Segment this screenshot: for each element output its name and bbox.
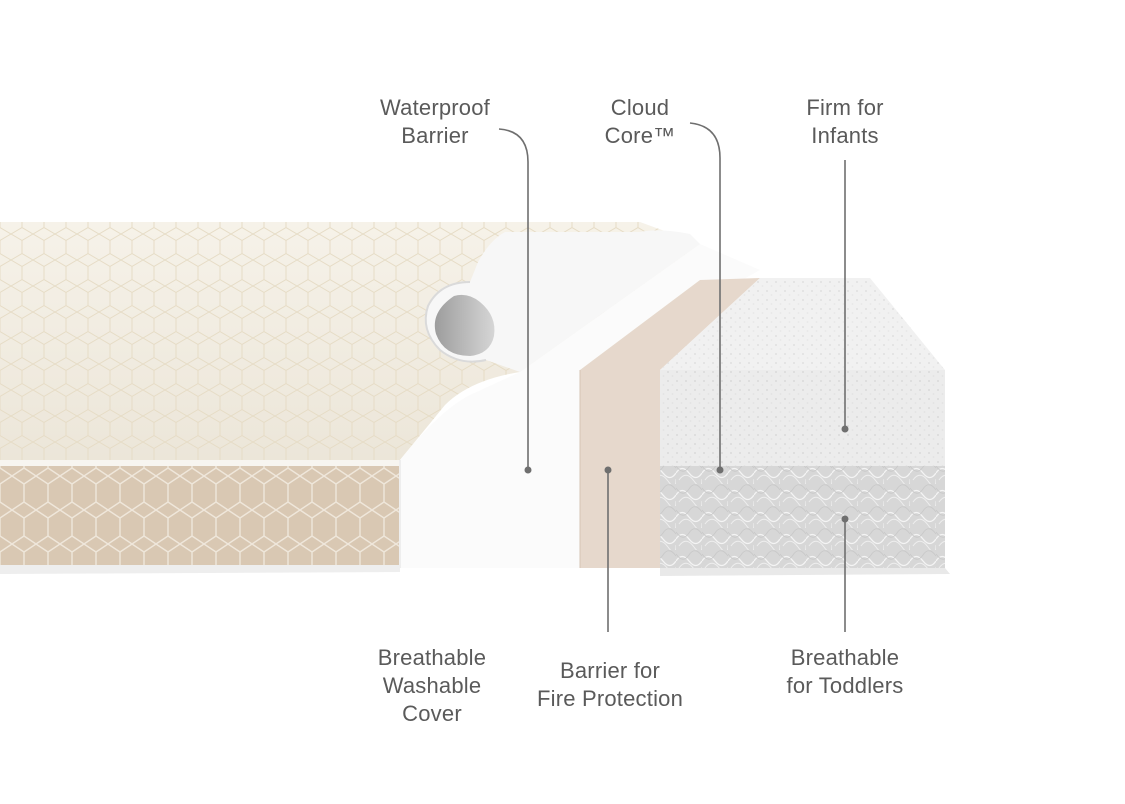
dot-fire-protection [604, 466, 612, 474]
label-cloud-core-line1: Cloud [610, 95, 670, 120]
label-waterproof-barrier-line2: Barrier [401, 123, 469, 148]
peeled-cover-roll [424, 230, 700, 372]
label-firm-for-infants: Firm for Infants [770, 94, 920, 150]
label-fire-protection-line2: Fire Protection [536, 686, 684, 711]
foam-top-surface [660, 278, 945, 370]
label-breathable-washable-cover: Breathable Washable Cover [352, 644, 512, 728]
label-waterproof-barrier: Waterproof Barrier [360, 94, 510, 150]
label-washable-cover-line2: Washable [382, 673, 482, 698]
label-washable-cover-line3: Cover [402, 701, 462, 726]
firm-foam-layer [660, 370, 945, 466]
leader-cloud-core [689, 122, 721, 468]
label-fire-protection-line1: Barrier for [560, 658, 660, 683]
breathable-fiber-core [660, 466, 950, 576]
label-washable-cover-line1: Breathable [377, 645, 487, 670]
label-breathable-toddlers-line1: Breathable [790, 645, 900, 670]
label-firm-for-infants-line1: Firm for [806, 95, 884, 120]
label-barrier-fire-protection: Barrier for Fire Protection [515, 657, 705, 713]
leader-dots [524, 425, 849, 523]
label-waterproof-barrier-line1: Waterproof [379, 95, 490, 120]
label-breathable-for-toddlers: Breathable for Toddlers [765, 644, 925, 700]
dot-cloud-core [716, 466, 724, 474]
label-cloud-core-line2: Core™ [604, 123, 676, 148]
dot-waterproof-barrier [524, 466, 532, 474]
leader-lines [498, 122, 846, 632]
label-breathable-toddlers-line2: for Toddlers [786, 673, 904, 698]
cover-side-panel [0, 460, 400, 574]
fire-barrier-band [579, 278, 760, 568]
label-cloud-core: Cloud Core™ [575, 94, 705, 150]
dot-breathable-toddlers [841, 515, 849, 523]
label-firm-for-infants-line2: Infants [811, 123, 879, 148]
leader-waterproof-barrier [498, 128, 529, 468]
dot-firm-for-infants [841, 425, 849, 433]
